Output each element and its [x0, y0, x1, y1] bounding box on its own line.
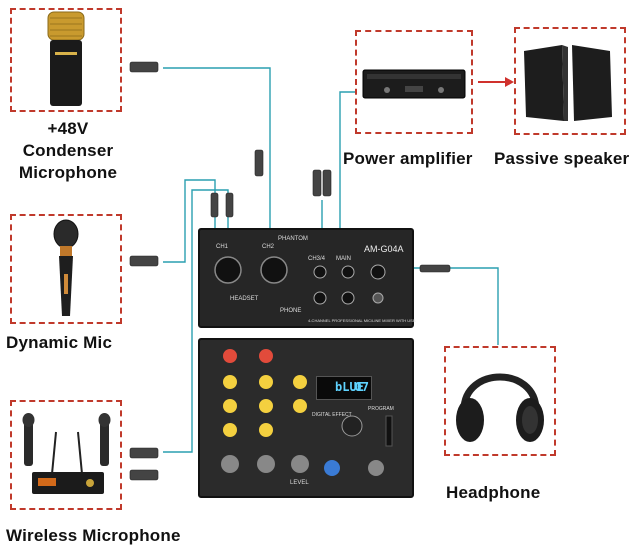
- condenser-label-line1: +48V: [4, 118, 132, 140]
- wireless-mic-box: [10, 400, 122, 510]
- dynamic-mic-image: [12, 216, 120, 322]
- program-knob: [342, 416, 362, 436]
- headphone-image: [446, 348, 554, 454]
- headphone-label: Headphone: [446, 483, 540, 503]
- mixer-top-panel: CH1 CH2 PHANTOM AM-G04A CH3/4 MAIN HEADS…: [198, 228, 414, 328]
- dynamic-mic-box: [10, 214, 122, 324]
- power-amp-image: [357, 32, 471, 132]
- ch1-low-knob: [223, 423, 237, 437]
- mixer-lcd-display: bLUE 07: [316, 376, 372, 400]
- phone-jack: [371, 265, 385, 279]
- top-plug-1: [255, 150, 263, 176]
- ch3-jack: [314, 266, 326, 278]
- condenser-mic-box: [10, 8, 122, 112]
- program-label: PROGRAM: [368, 406, 394, 412]
- top-panel-jacks: [200, 230, 416, 330]
- ch2-mid-knob: [259, 399, 273, 413]
- wireless-mic-label: Wireless Microphone: [6, 526, 181, 546]
- ch34-level-knob: [291, 455, 309, 473]
- headphone-plug: [420, 265, 450, 272]
- ch34-low-knob: [293, 399, 307, 413]
- condenser-mic-image: [12, 10, 120, 110]
- main-l-jack: [342, 266, 354, 278]
- ch4-jack: [314, 292, 326, 304]
- ch1-hi-knob: [223, 375, 237, 389]
- passive-speaker-label: Passive speaker: [494, 149, 629, 169]
- main-level-knob: [368, 460, 384, 476]
- condenser-mic-label: +48V Condenser Microphone: [4, 118, 132, 184]
- ch1-mid-knob: [223, 399, 237, 413]
- amp-to-speaker-arrow: [478, 77, 514, 87]
- ch2-xlr-jack: [261, 257, 287, 283]
- power-amp-box: [355, 30, 473, 134]
- ch2-low-knob: [259, 423, 273, 437]
- dynamic-plug: [130, 256, 158, 266]
- wireless-plug: [130, 448, 158, 458]
- ch2-gain-knob: [259, 349, 273, 363]
- ch2-level-knob: [257, 455, 275, 473]
- dynamic-mic-label: Dynamic Mic: [6, 333, 112, 353]
- condenser-label-line2: Condenser: [4, 140, 132, 162]
- power-amp-label: Power amplifier: [343, 149, 473, 169]
- passive-speaker-image: [516, 29, 624, 133]
- headphone-box: [444, 346, 556, 456]
- top-plug-2: [313, 170, 321, 196]
- ch34-hi-knob: [293, 375, 307, 389]
- ch2-hi-knob: [259, 375, 273, 389]
- front-panel-knobs: [200, 340, 416, 500]
- mixer-front-panel: DIGITAL EFFECT PROGRAM LEVEL: [198, 338, 414, 498]
- ch1-level-knob: [221, 455, 239, 473]
- level-label: LEVEL: [290, 480, 309, 486]
- digital-effect-label: DIGITAL EFFECT: [312, 412, 352, 418]
- ch1-gain-knob: [223, 349, 237, 363]
- mon-knob: [373, 293, 383, 303]
- lcd-number: 07: [355, 380, 369, 394]
- wireless-plug-2: [130, 470, 158, 480]
- main-r-jack: [342, 292, 354, 304]
- side-plug-1: [211, 193, 218, 217]
- audio-mixer: CH1 CH2 PHANTOM AM-G04A CH3/4 MAIN HEADS…: [198, 228, 414, 500]
- side-plug-2: [226, 193, 233, 217]
- wireless-mic-image: [12, 402, 120, 508]
- level-meter: [386, 416, 392, 446]
- top-plug-3: [323, 170, 331, 196]
- passive-speaker-box: [514, 27, 626, 135]
- condenser-plug: [130, 62, 158, 72]
- effect-knob: [324, 460, 340, 476]
- ch1-xlr-jack: [215, 257, 241, 283]
- condenser-label-line3: Microphone: [4, 162, 132, 184]
